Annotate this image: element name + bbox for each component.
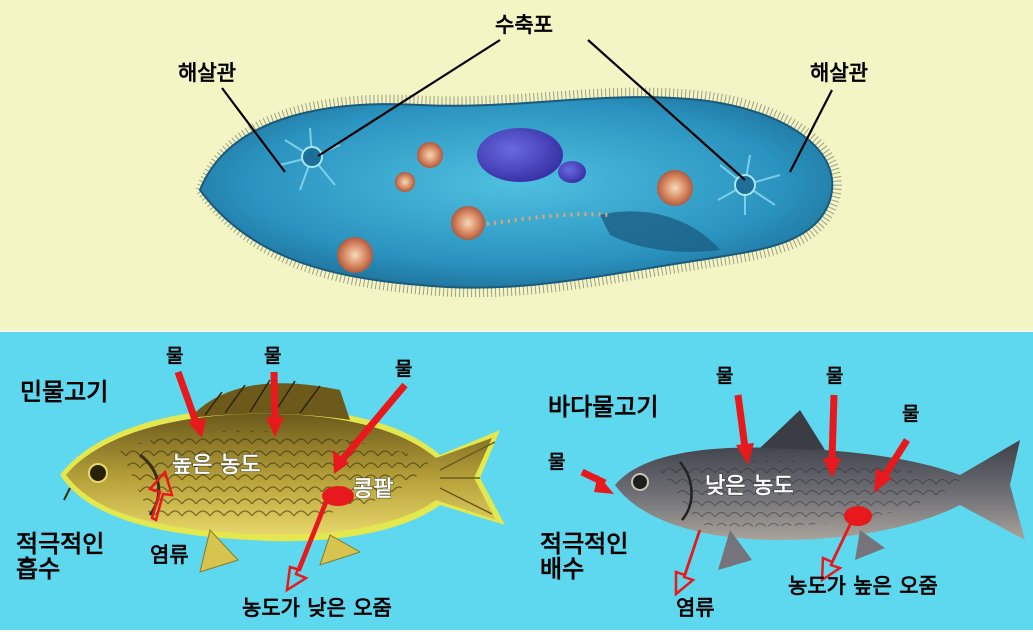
water-label: 물: [395, 358, 412, 380]
food-vacuole: [395, 172, 415, 192]
kidney-label: 콩팥: [353, 477, 393, 502]
water-label: 물: [548, 451, 565, 473]
active-excretion-line: 적극적인: [540, 530, 628, 558]
urine-label: 농도가 높은 오줌: [788, 574, 938, 598]
active-absorption-line-2: 흡수: [16, 555, 60, 583]
water-label: 물: [716, 365, 733, 387]
food-vacuole: [657, 170, 693, 206]
water-label: 물: [264, 345, 281, 367]
salt-label: 염류: [150, 543, 189, 567]
high-concentration-label: 높은 농도: [172, 453, 261, 478]
label-radial-canal-left: 해살관: [178, 61, 236, 85]
food-vacuole: [451, 206, 485, 240]
micronucleus: [558, 161, 586, 183]
seawater-title: 바다물고기: [548, 393, 658, 421]
water-label: 물: [902, 403, 919, 425]
label-radial-canal-right: 해살관: [810, 61, 868, 85]
low-concentration-label: 낮은 농도: [705, 474, 794, 499]
active-absorption-line: 적극적인: [16, 530, 104, 558]
water-label: 물: [166, 345, 183, 367]
macronucleus: [477, 128, 563, 182]
active-excretion-line-2: 배수: [540, 555, 584, 583]
freshwater-title: 민물고기: [20, 378, 108, 406]
food-vacuole: [337, 237, 373, 273]
water-label: 물: [826, 365, 843, 387]
urine-label: 농도가 낮은 오줌: [242, 596, 392, 620]
kidney-marker: [844, 506, 872, 526]
label-contractile-vacuole: 수축포: [495, 13, 553, 37]
salt-label: 염류: [676, 596, 715, 620]
food-vacuole: [417, 142, 443, 168]
